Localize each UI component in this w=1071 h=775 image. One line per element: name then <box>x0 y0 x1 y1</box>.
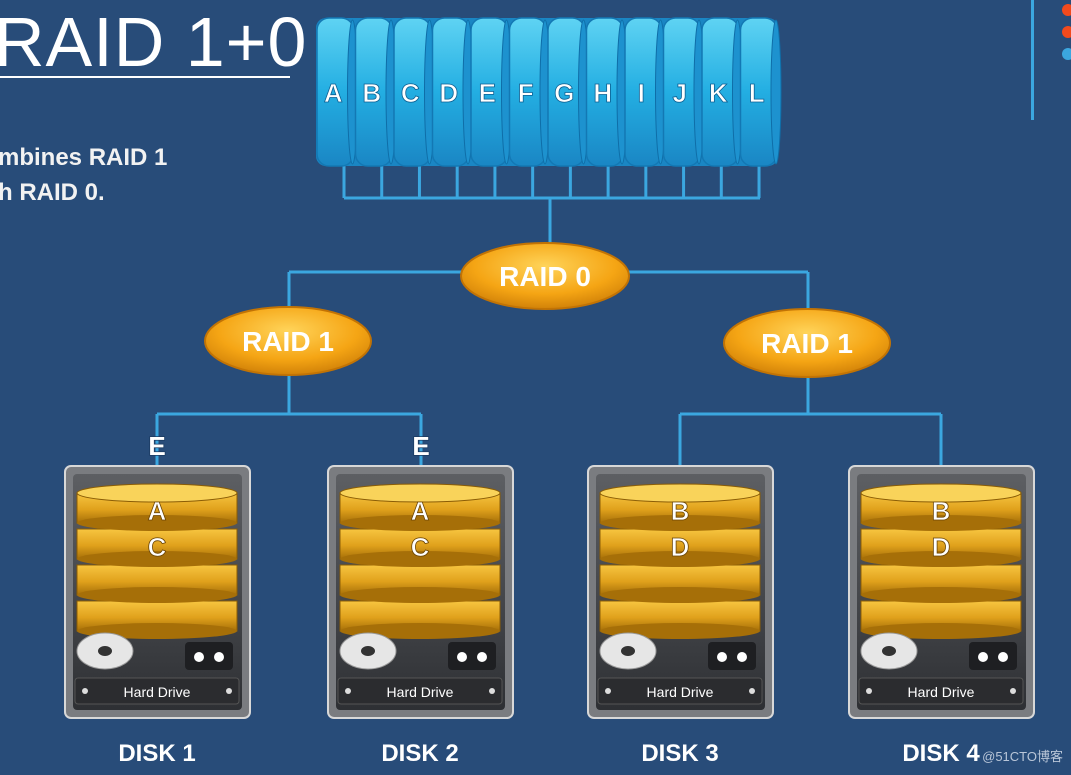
disk-block-letter: A <box>148 496 167 526</box>
raid1-label: RAID 1 <box>761 328 853 359</box>
array-bus-ticks <box>342 166 761 198</box>
array-letter: G <box>554 78 574 108</box>
raid1-node <box>204 306 372 376</box>
hard-drive-label: Hard Drive <box>908 684 975 700</box>
raid1-label: RAID 1 <box>242 326 334 357</box>
disk-block-letter: B <box>671 496 690 526</box>
hard-drive-label: Hard Drive <box>124 684 191 700</box>
stripe-letter: E <box>148 431 165 461</box>
description: mbines RAID 1 h RAID 0. <box>0 140 167 210</box>
title-underline <box>0 76 290 78</box>
array-segment: B <box>354 17 397 167</box>
red-dot-icon <box>1062 4 1071 16</box>
array-segment: A <box>316 17 358 167</box>
disk-block-letter: A <box>411 496 430 526</box>
array-letter: D <box>439 78 458 108</box>
hard-drive-icon: AC Hard Drive <box>64 465 251 719</box>
watermark: @51CTO博客 <box>982 749 1063 764</box>
hard-drive-label: Hard Drive <box>387 684 454 700</box>
mirror-2-branch-line <box>678 378 943 467</box>
disk-label: DISK 3 <box>641 740 719 767</box>
raid0-node: RAID 0 <box>460 242 630 310</box>
hard-drive-icon: BD Hard Drive <box>848 465 1035 719</box>
array-segment: L <box>739 17 782 167</box>
array-segment: D <box>431 17 474 167</box>
raid0-label: RAID 0 <box>499 261 591 292</box>
edge-divider-line <box>1031 0 1034 120</box>
description-line-2: h RAID 0. <box>0 179 105 206</box>
disk-label: DISK 1 <box>118 740 196 767</box>
array-letter: A <box>324 78 343 108</box>
page-title: RAID 1+0 <box>0 3 308 81</box>
array-segment: F <box>508 17 551 167</box>
raid1-node <box>723 308 891 378</box>
disk-label: DISK 4 <box>902 740 980 767</box>
hard-drive-icon: AC Hard Drive <box>327 465 514 719</box>
array-letter: K <box>709 78 728 108</box>
array-letter: H <box>593 78 612 108</box>
mirror-1-branch-line <box>155 376 423 467</box>
array-segment: K <box>701 17 743 167</box>
array-segment: G <box>547 17 589 167</box>
red-dot-icon <box>1062 26 1071 38</box>
array-letter: L <box>749 78 765 108</box>
array-letter: J <box>673 78 687 108</box>
hard-drive-label: Hard Drive <box>647 684 714 700</box>
array-letter: E <box>479 78 496 108</box>
disk-block-letter: D <box>932 532 951 562</box>
array-segment: H <box>585 17 628 167</box>
description-line-1: mbines RAID 1 <box>0 144 168 171</box>
disk-block-letter: D <box>671 532 690 562</box>
disk-label: DISK 2 <box>381 740 459 767</box>
blue-dot-icon <box>1062 48 1071 60</box>
array-letter: F <box>518 78 534 108</box>
disk-block-letter: B <box>932 496 951 526</box>
array-segment: J <box>662 17 705 167</box>
array-segment: C <box>393 17 435 167</box>
hard-drive-icon: BD Hard Drive <box>587 465 774 719</box>
disk-block-letter: C <box>148 532 167 562</box>
array-segment: I <box>624 17 666 167</box>
array-segment: E <box>470 17 512 167</box>
stripe-letter: E <box>412 431 429 461</box>
disk-block-letter: C <box>411 532 430 562</box>
array-letter: I <box>638 78 645 108</box>
array-letter: B <box>362 78 381 108</box>
array-letter: C <box>401 78 420 108</box>
